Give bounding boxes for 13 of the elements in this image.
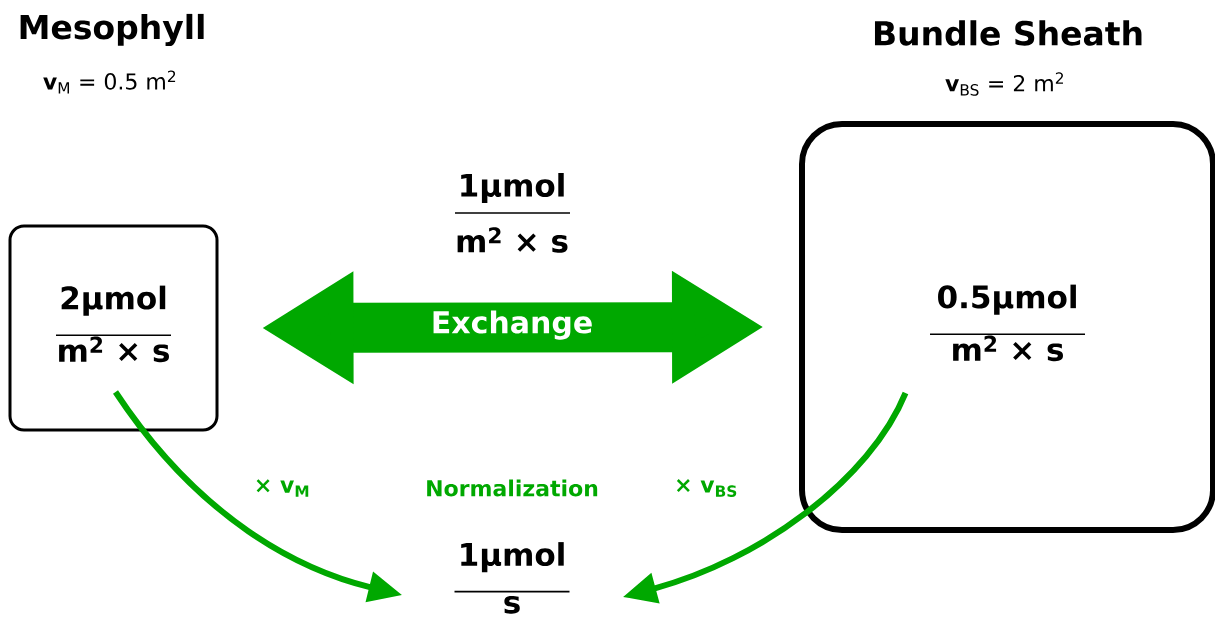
fraction-text: 1µmol — [461, 173, 564, 203]
volume-label: v$_{M}$ = 0.5 m$^{2}$ — [43, 70, 176, 94]
fraction-text: m$^{2}$ × s — [457, 227, 568, 253]
caption-text: Normalization — [427, 479, 598, 497]
heading: Bundle Sheath — [875, 20, 1142, 46]
edge-label: Exchange — [429, 309, 595, 341]
edge-label: × v$_{M}$ — [252, 478, 312, 498]
compartment-box: 2µmol m$^{2}$ × s — [8, 224, 219, 432]
fraction-node: 1µmol s — [453, 542, 571, 614]
heading: Mesophyll — [20, 13, 204, 47]
volume-label: v$_{BS}$ = 2 m$^{2}$ — [945, 72, 1063, 96]
compartment-box: 0.5µmol m$^{2}$ × s — [799, 121, 1215, 533]
edge-label: × v$_{BS}$ — [673, 478, 739, 498]
